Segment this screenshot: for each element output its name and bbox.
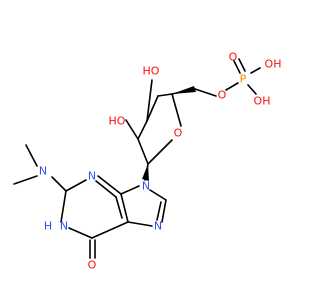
atom-label-layer: O O P O OH OH HO HO N N N N N H O — [39, 51, 282, 272]
atom-n9: N — [142, 180, 150, 193]
bond-n3-c2 — [65, 179, 87, 192]
bond-c8-n7 — [161, 199, 167, 223]
wedge-c1-n9 — [142, 164, 149, 181]
bond-c4-o4-inner — [157, 93, 173, 97]
atom-ho-c2: HO — [109, 115, 126, 128]
atom-nh-1: N — [60, 220, 68, 233]
atom-oh-top: OH — [265, 58, 282, 71]
bond-c5-c4 — [120, 193, 129, 223]
bond-o-p — [225, 82, 239, 91]
bond-p-o-double-b — [238, 58, 246, 72]
bond-c5-o — [194, 88, 217, 97]
atom-n7: N — [154, 220, 162, 233]
bond-c2-n1 — [60, 190, 67, 223]
bond-n9-c8 — [149, 189, 167, 201]
atom-o-ribose-ring: O — [174, 127, 183, 140]
bond-c1-o4 — [147, 139, 173, 165]
bond-c2-oh — [125, 119, 139, 140]
bond-c3-c2 — [137, 120, 148, 140]
atom-ho-c3: HO — [143, 65, 160, 78]
atom-o-ester: O — [218, 89, 227, 102]
bond-o4-c4 — [171, 93, 182, 127]
atom-nh-1-h: H — [44, 220, 52, 233]
bond-p-oh-top — [250, 67, 261, 74]
wedge-c4-c5 — [172, 86, 196, 94]
atom-oh-bottom: OH — [254, 95, 271, 108]
bond-layer — [13, 58, 261, 259]
bond-n-methyl-down — [13, 175, 38, 185]
bond-c2-c1 — [137, 138, 149, 165]
bond-c8-n7-double — [156, 201, 162, 221]
atom-p: P — [240, 73, 247, 86]
bond-p-oh-bottom — [247, 84, 257, 95]
atom-n3: N — [88, 170, 96, 183]
molecule-structure-diagram: O O P O OH OH HO HO N N N N N H O — [13, 51, 282, 272]
bond-n1-c6 — [68, 227, 93, 239]
bond-c2-n-dimethyl — [51, 176, 67, 192]
atom-n-dimethyl: N — [39, 165, 47, 178]
atom-o-double: O — [229, 51, 238, 64]
atom-o6: O — [88, 259, 97, 272]
bond-c3-oh — [146, 79, 153, 122]
bond-c5-c4-double — [115, 196, 123, 219]
bond-n7-c5 — [127, 221, 153, 227]
bond-c4-c3 — [146, 95, 159, 122]
bond-c4-n3-double — [95, 180, 117, 198]
bond-n-methyl-up — [25, 144, 38, 167]
bond-p-o-double-a — [233, 60, 241, 74]
bond-c6-c5 — [91, 221, 129, 239]
bond-c4-n3 — [97, 175, 122, 195]
bond-c4-n9 — [120, 185, 140, 195]
